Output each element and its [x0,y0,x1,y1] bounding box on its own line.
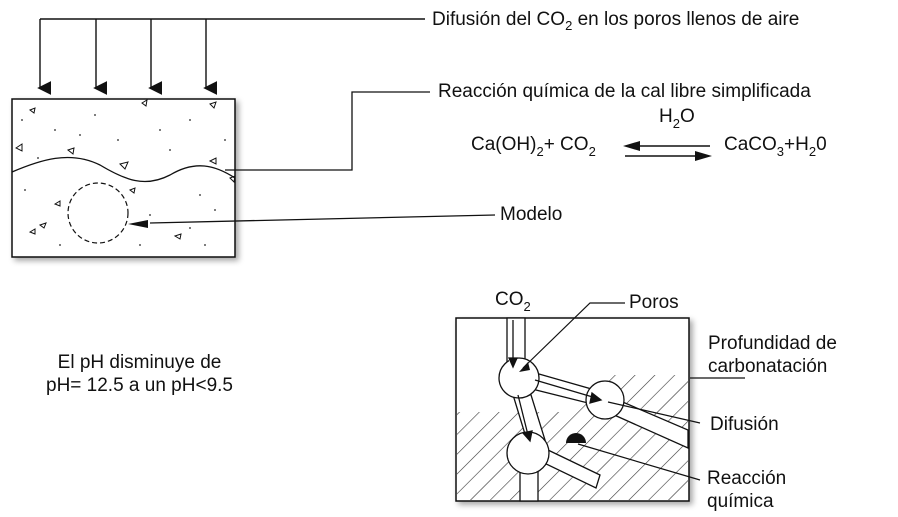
pore-model-block [455,302,745,502]
reaction-leader-line [225,91,430,171]
ph-note: El pH disminuye de pH= 12.5 a un pH<9.5 [12,352,267,398]
reaction-title: Reacción química de la cal libre simplif… [438,81,811,102]
reaccion-line-2: química [707,490,774,512]
reaccion-line-1: Reacción [707,468,787,489]
equation-arrows [623,141,712,161]
water-label: H2O [659,106,695,131]
modelo-leader [128,214,496,228]
co2-label: CO2 [495,289,531,314]
difusion-label: Difusión [710,414,779,435]
equation-left: Ca(OH)2+ CO2 [471,134,596,159]
reaccion-label: Reacción química [707,468,786,514]
ph-line-2: pH= 12.5 a un pH<9.5 [46,374,233,396]
poros-label: Poros [629,292,679,313]
modelo-label: Modelo [500,204,563,225]
equation-right: CaCO3+H20 [724,134,827,159]
diffusion-label: Difusión del CO2 en los poros llenos de … [432,9,800,33]
concrete-block [11,98,236,258]
profundidad-line-2: carbonatación [708,355,828,377]
profundidad-line-1: Profundidad de [708,333,837,354]
profundidad-label: Profundidad de carbonatación [708,333,837,379]
ph-line-1: El pH disminuye de [57,352,222,373]
diffusion-arrows [37,18,425,95]
